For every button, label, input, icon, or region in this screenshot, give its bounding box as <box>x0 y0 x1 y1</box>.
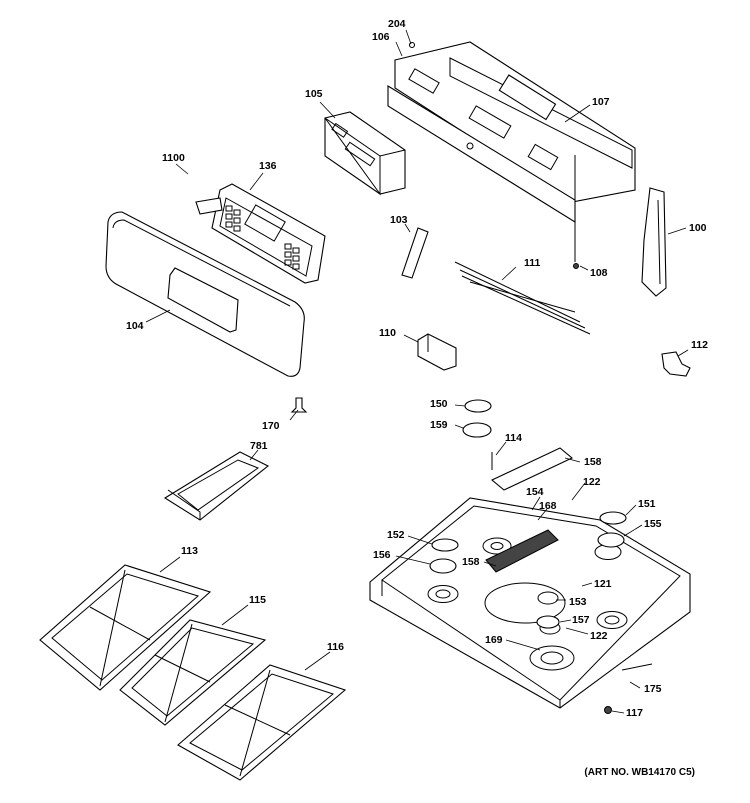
cooktop-part <box>369 399 691 714</box>
part-label-100: 100 <box>689 222 707 234</box>
part-label-108: 108 <box>590 267 608 279</box>
part-label-158-top: 158 <box>584 456 602 468</box>
part-label-150: 150 <box>430 398 448 410</box>
part-label-136: 136 <box>259 160 277 172</box>
small-parts <box>290 187 691 413</box>
touch-panel-part <box>195 183 326 284</box>
part-label-117: 117 <box>626 707 643 719</box>
part-label-121: 121 <box>594 578 612 590</box>
part-label-115: 115 <box>249 594 266 606</box>
part-label-170: 170 <box>262 420 280 432</box>
part-label-116: 116 <box>327 641 344 653</box>
grate-115-part <box>119 619 267 726</box>
control-board-part <box>324 111 406 196</box>
part-label-106: 106 <box>372 31 390 43</box>
part-label-114: 114 <box>505 432 522 444</box>
part-label-107: 107 <box>592 96 610 108</box>
part-label-122-bottom: 122 <box>590 630 608 642</box>
control-panel-part <box>105 211 305 377</box>
part-label-157: 157 <box>572 614 590 626</box>
part-label-169: 169 <box>485 634 503 646</box>
part-label-111: 111 <box>524 257 541 269</box>
part-label-781: 781 <box>250 440 268 452</box>
part-label-112: 112 <box>691 339 708 351</box>
back-panel-part <box>387 41 636 269</box>
part-label-153: 153 <box>569 596 587 608</box>
part-label-204: 204 <box>388 18 406 30</box>
grate-113-part <box>39 564 212 691</box>
art-number: (ART NO. WB14170 C5) <box>584 767 695 778</box>
part-label-175: 175 <box>644 683 662 695</box>
burner-tray-part <box>163 451 270 521</box>
part-label-156: 156 <box>373 549 391 561</box>
part-label-154: 154 <box>526 486 544 498</box>
part-label-159: 159 <box>430 419 448 431</box>
part-label-104: 104 <box>126 320 144 332</box>
part-label-105: 105 <box>305 88 323 100</box>
part-label-1100: 1100 <box>162 152 185 164</box>
part-label-168: 168 <box>539 500 557 512</box>
part-label-155: 155 <box>644 518 662 530</box>
part-label-151: 151 <box>638 498 656 510</box>
part-label-103: 103 <box>390 214 408 226</box>
leader-lines <box>145 29 689 714</box>
grate-116-part <box>177 664 347 781</box>
part-label-113: 113 <box>181 545 198 557</box>
part-label-152: 152 <box>387 529 405 541</box>
part-label-110: 110 <box>379 327 396 339</box>
part-label-122-top: 122 <box>583 476 601 488</box>
part-label-158-bottom: 158 <box>462 556 480 568</box>
